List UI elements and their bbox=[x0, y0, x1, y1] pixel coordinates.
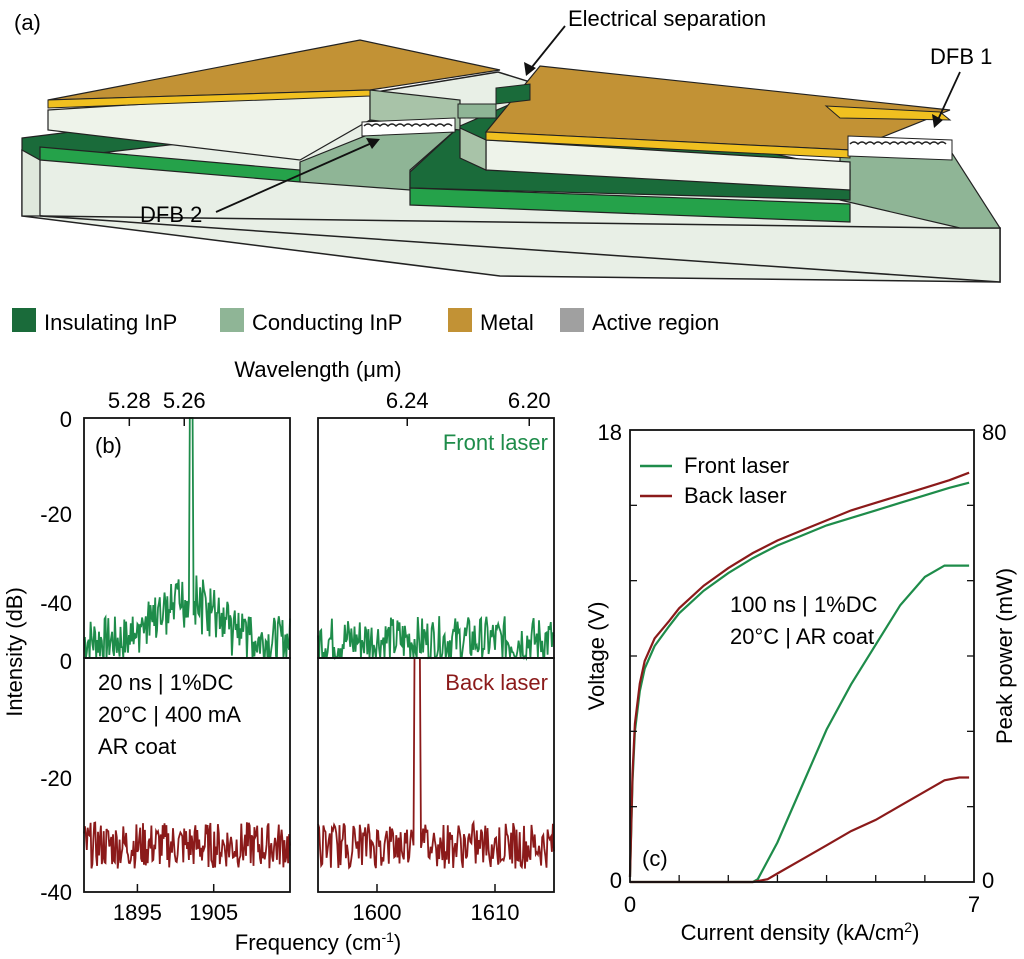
legend-label-metal: Metal bbox=[480, 310, 534, 335]
dfb2-label: DFB 2 bbox=[140, 202, 202, 227]
panel-b-ylabel: Intensity (dB) bbox=[2, 587, 27, 717]
c-ylabel: Voltage (V) bbox=[584, 602, 609, 711]
ytick-top-20: -20 bbox=[40, 502, 72, 527]
panel-a-tag: (a) bbox=[14, 10, 41, 35]
legend-swatch-metal bbox=[448, 308, 472, 332]
legend-label-active: Active region bbox=[592, 310, 719, 335]
liv-voltage-back bbox=[628, 471, 970, 878]
legend-swatch-insulating bbox=[12, 308, 36, 332]
frame-bot-right bbox=[317, 657, 555, 893]
c-xtick-0: 0 bbox=[624, 892, 636, 917]
panel-b-tag: (b) bbox=[95, 433, 122, 458]
panel-c: 18 0 80 0 0 7 Current density (kA/cm2) V… bbox=[584, 420, 1017, 945]
c-y2tick-0: 0 bbox=[982, 868, 994, 893]
panel-b-series bbox=[83, 417, 555, 870]
spectrum-front-left bbox=[83, 417, 291, 659]
conditions-line3-b: AR coat bbox=[98, 734, 176, 759]
ytick-bot-20: -20 bbox=[40, 766, 72, 791]
legend-label-insulating: Insulating InP bbox=[44, 310, 177, 335]
spectrum-front-right bbox=[317, 616, 555, 661]
xtick-label: 1905 bbox=[189, 900, 238, 925]
conditions-line1-b: 20 ns | 1%DC bbox=[98, 670, 233, 695]
c-y2tick-80: 80 bbox=[982, 420, 1006, 445]
device-schematic bbox=[21, 39, 1002, 283]
ytick-top-0: 0 bbox=[60, 407, 72, 432]
panel-b-wavelength-label: Wavelength (μm) bbox=[234, 357, 401, 382]
legend-label-back: Back laser bbox=[684, 483, 787, 508]
panel-c-series bbox=[628, 471, 970, 884]
ytick-top-40: -40 bbox=[40, 591, 72, 616]
legend-swatch-conducting bbox=[220, 308, 244, 332]
frame-c bbox=[629, 429, 975, 883]
spectrum-back-left bbox=[83, 821, 291, 869]
conditions-line1-c: 100 ns | 1%DC bbox=[730, 592, 878, 617]
xtick-label: 1600 bbox=[353, 900, 402, 925]
electrical-separation-label: Electrical separation bbox=[568, 6, 766, 31]
electrical-separation-arrowhead bbox=[524, 62, 536, 76]
c-ytick-18: 18 bbox=[598, 420, 622, 445]
panel-c-tag: (c) bbox=[642, 846, 668, 871]
spectrum-back-right bbox=[317, 657, 555, 870]
dfb1-arrow bbox=[935, 71, 961, 125]
ytick-bot-0: 0 bbox=[60, 649, 72, 674]
panel-b: Wavelength (μm) Frequency (cm-1) Intensi… bbox=[2, 357, 555, 955]
ytick-bot-40: -40 bbox=[40, 880, 72, 905]
conditions-line2-c: 20°C | AR coat bbox=[730, 624, 874, 649]
liv-power-back bbox=[630, 776, 970, 884]
liv-power-front bbox=[630, 564, 970, 884]
legend-label-front: Front laser bbox=[684, 453, 789, 478]
x2tick-label: 6.20 bbox=[508, 388, 551, 413]
x2tick-label: 5.28 bbox=[108, 388, 151, 413]
frame-bot-left bbox=[83, 657, 291, 893]
liv-voltage-front bbox=[628, 481, 970, 878]
panel-b-frequency-label: Frequency (cm-1) bbox=[235, 929, 402, 955]
xtick-label: 1895 bbox=[113, 900, 162, 925]
c-y2label: Peak power (mW) bbox=[992, 568, 1017, 744]
legend-label-conducting: Conducting InP bbox=[252, 310, 402, 335]
conditions-line2-b: 20°C | 400 mA bbox=[98, 702, 241, 727]
panel-c-ticks bbox=[630, 504, 974, 882]
electrical-separation-arrow bbox=[527, 25, 566, 73]
x2tick-label: 6.24 bbox=[386, 388, 429, 413]
c-xlabel: Current density (kA/cm2) bbox=[681, 919, 920, 945]
dfb1-arrowhead bbox=[932, 114, 943, 128]
panel-b-ticks: 1895 1905 1600 1610 5.28 5.26 6.24 6.20 bbox=[108, 388, 551, 925]
c-ytick-0: 0 bbox=[610, 868, 622, 893]
legend-swatch-active bbox=[560, 308, 584, 332]
dfb2-arrow bbox=[215, 141, 375, 213]
xtick-label: 1610 bbox=[471, 900, 520, 925]
front-laser-label-b: Front laser bbox=[443, 430, 548, 455]
c-xtick-7: 7 bbox=[968, 892, 980, 917]
x2tick-label: 5.26 bbox=[163, 388, 206, 413]
material-legend: Insulating InP Conducting InP Metal Acti… bbox=[12, 308, 719, 335]
back-laser-label-b: Back laser bbox=[445, 670, 548, 695]
dfb2-arrowhead bbox=[366, 138, 380, 149]
dfb1-label: DFB 1 bbox=[930, 44, 992, 69]
